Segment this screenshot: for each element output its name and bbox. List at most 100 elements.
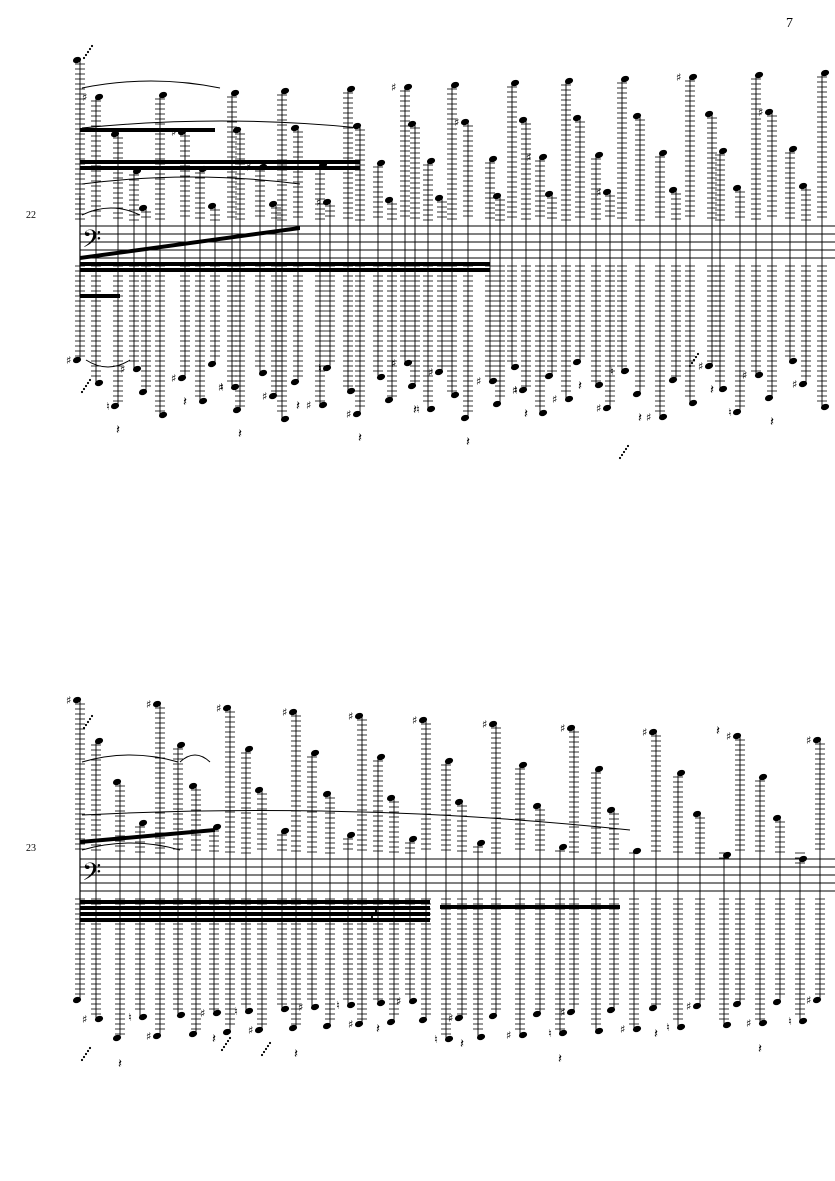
quarter-rest: 𝄽 [466, 435, 470, 450]
notehead [352, 410, 362, 418]
notehead [798, 855, 808, 863]
beam [80, 900, 430, 904]
natural-sign: ♮ [318, 362, 322, 375]
notehead [602, 404, 612, 412]
sharp-sign: ♯ [726, 730, 731, 743]
tremolo-dot [84, 53, 88, 57]
notehead [310, 1003, 320, 1011]
notehead [692, 810, 702, 818]
beam [80, 160, 360, 164]
sharp-sign: ♯ [218, 381, 223, 394]
tremolo-dot [626, 444, 630, 448]
notehead [632, 390, 642, 398]
natural-sign: ♮ [234, 1005, 238, 1018]
sharp-sign: ♯ [552, 393, 557, 406]
sharp-sign: ♯ [742, 369, 747, 382]
notehead [138, 819, 148, 827]
notehead [454, 798, 464, 806]
sharp-sign: ♯ [642, 726, 647, 739]
notehead [376, 373, 386, 381]
notehead [764, 394, 774, 402]
notehead [460, 414, 470, 422]
natural-sign: ♮ [416, 403, 420, 416]
natural-sign: ♮ [728, 406, 732, 419]
tremolo-dot [224, 1042, 228, 1046]
tremolo-dot [368, 918, 372, 922]
notehead [434, 368, 444, 376]
natural-sign: ♮ [128, 1011, 132, 1024]
notehead [376, 753, 386, 761]
notehead [648, 728, 658, 736]
beam [80, 226, 300, 260]
notehead [488, 720, 498, 728]
notehead [212, 823, 222, 831]
sharp-sign: ♯ [620, 1023, 625, 1036]
notehead [384, 196, 394, 204]
notehead [176, 1011, 186, 1019]
tremolo-dot [266, 1044, 270, 1048]
notehead [538, 409, 548, 417]
beam [80, 906, 430, 910]
beam [80, 918, 430, 922]
notehead [418, 716, 428, 724]
quarter-rest: 𝄽 [460, 1037, 464, 1052]
sharp-sign: ♯ [396, 995, 401, 1008]
notehead [318, 401, 328, 409]
notehead [544, 372, 554, 380]
tremolo-dot [260, 1053, 264, 1057]
sharp-sign: ♯ [82, 91, 87, 104]
sharp-sign: ♯ [758, 106, 763, 119]
notehead [558, 843, 568, 851]
notehead [94, 379, 104, 387]
notehead [346, 1001, 356, 1009]
notehead [620, 367, 630, 375]
sharp-sign: ♯ [792, 378, 797, 391]
tremolo-dot [618, 456, 622, 460]
beam [440, 905, 620, 909]
notehead [668, 186, 678, 194]
notehead [310, 749, 320, 757]
quarter-rest: 𝄽 [358, 431, 362, 446]
notehead [158, 411, 168, 419]
notehead [732, 408, 742, 416]
sharp-sign: ♯ [246, 161, 251, 174]
notehead [632, 1025, 642, 1033]
notehead [648, 1004, 658, 1012]
quarter-rest: 𝄽 [118, 1057, 122, 1072]
notehead [222, 704, 232, 712]
notehead [544, 190, 554, 198]
notehead [152, 1032, 162, 1040]
notehead [408, 997, 418, 1005]
notehead [407, 120, 417, 128]
notehead [532, 1010, 542, 1018]
notehead [434, 194, 444, 202]
notehead [94, 1015, 104, 1023]
beam [80, 262, 490, 266]
notehead [510, 79, 520, 87]
quarter-rest: 𝄽 [578, 379, 582, 394]
notehead [518, 116, 528, 124]
measure-number-23: 23 [26, 843, 36, 854]
notehead [566, 724, 576, 732]
notehead [594, 151, 604, 159]
notehead [488, 377, 498, 385]
sharp-sign: ♯ [171, 126, 176, 139]
notehead [290, 124, 300, 132]
notehead [207, 360, 217, 368]
tremolo-dot [622, 450, 626, 454]
notehead [403, 359, 413, 367]
notehead [376, 159, 386, 167]
sharp-sign: ♯ [676, 71, 681, 84]
notehead [112, 1034, 122, 1042]
notehead [198, 397, 208, 405]
notehead [572, 114, 582, 122]
sharp-sign: ♯ [391, 357, 396, 370]
notehead [110, 402, 120, 410]
sharp-sign: ♯ [686, 1000, 691, 1013]
notehead [258, 369, 268, 377]
slur [85, 359, 131, 368]
tremolo-dot [82, 56, 86, 60]
quarter-rest: 𝄽 [758, 1042, 762, 1057]
sharp-sign: ♯ [282, 706, 287, 719]
